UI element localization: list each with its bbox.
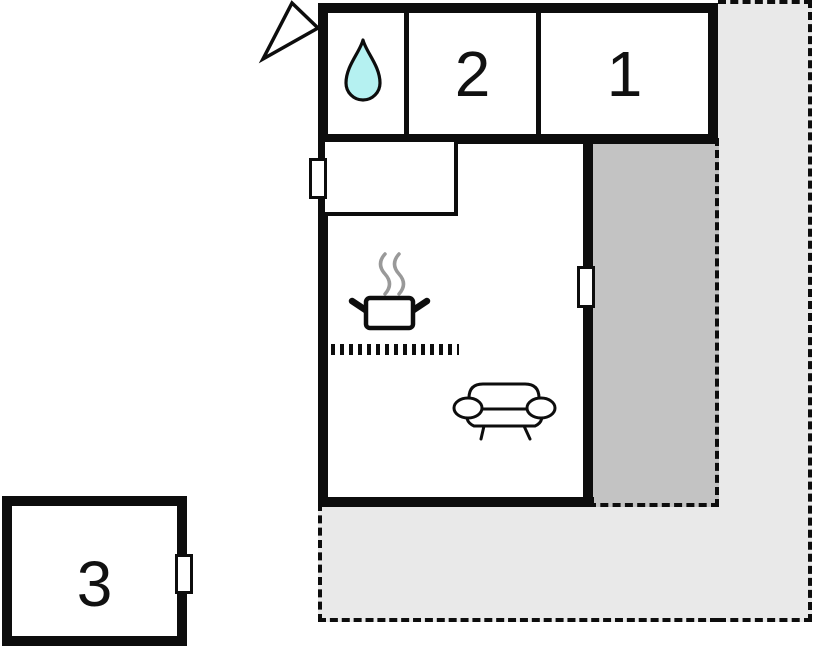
terrace-area-right <box>718 0 812 622</box>
room-3-label: 3 <box>76 548 113 620</box>
entrance-arrow-icon <box>258 0 321 64</box>
wall-right-top-row <box>708 3 718 144</box>
water-drop-icon <box>344 38 382 102</box>
room-2-label: 2 <box>454 37 491 110</box>
terrace-area-bottom <box>318 503 718 622</box>
sofa-icon <box>452 382 557 441</box>
counter-dotted-line <box>322 344 459 355</box>
window-marker-right <box>577 266 595 308</box>
room-1-label: 1 <box>606 37 643 110</box>
window-marker-left <box>309 158 327 199</box>
wall-top <box>318 3 718 13</box>
wall-bottom <box>318 497 594 507</box>
steaming-pot-icon <box>348 252 431 331</box>
wall-living-right <box>583 134 593 507</box>
window-marker-room3 <box>175 554 193 594</box>
kitchen-counter-rect <box>321 138 458 216</box>
wall-divider-bath-room2 <box>404 13 409 134</box>
wall-divider-room2-room1 <box>536 13 541 134</box>
wall-left <box>318 3 328 507</box>
wall-interior-mid <box>318 134 718 144</box>
balcony-area <box>588 138 719 507</box>
